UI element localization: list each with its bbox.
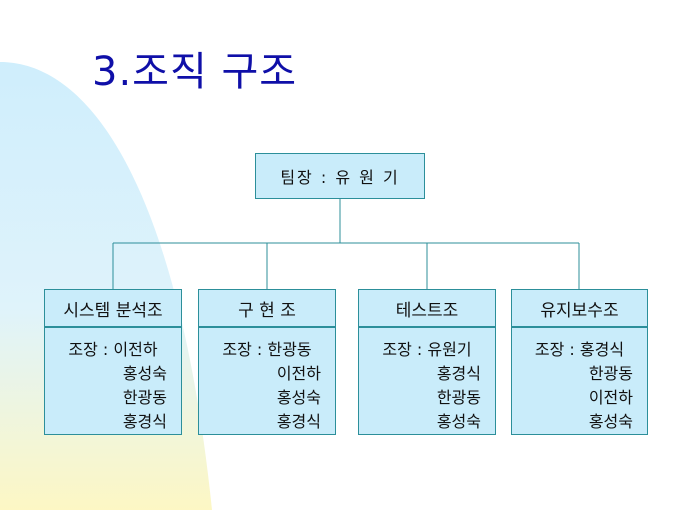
team-member: 홍성숙 — [436, 412, 481, 431]
team-members-maintenance: 조장 : 홍경식 한광동 이전하 홍성숙 — [511, 327, 648, 435]
team-member: 홍성숙 — [122, 364, 167, 383]
team-lead: 조장 : 이전하 — [68, 340, 158, 359]
team-lead: 조장 : 유원기 — [382, 340, 472, 359]
team-members-test: 조장 : 유원기 홍경식 한광동 홍성숙 — [358, 327, 496, 435]
team-leader-box: 팀장 : 유 원 기 — [255, 153, 425, 199]
team-name-analysis: 시스템 분석조 — [44, 289, 182, 327]
team-member: 한광동 — [588, 364, 633, 383]
team-member: 홍성숙 — [276, 388, 321, 407]
team-member: 이전하 — [588, 388, 633, 407]
team-members-analysis: 조장 : 이전하 홍성숙 한광동 홍경식 — [44, 327, 182, 435]
team-member: 한광동 — [436, 388, 481, 407]
team-name-test: 테스트조 — [358, 289, 496, 327]
page-title: 3.조직 구조 — [92, 49, 298, 95]
team-member: 홍경식 — [436, 364, 481, 383]
team-lead: 조장 : 홍경식 — [534, 340, 625, 359]
team-member: 홍경식 — [122, 412, 167, 431]
team-name-maintenance: 유지보수조 — [511, 289, 648, 327]
team-member: 홍성숙 — [588, 412, 633, 431]
team-lead: 조장 : 한광동 — [222, 340, 312, 359]
team-member: 홍경식 — [276, 412, 321, 431]
team-name-implementation: 구 현 조 — [198, 289, 336, 327]
team-member: 한광동 — [122, 388, 167, 407]
team-member: 이전하 — [276, 364, 321, 383]
team-members-implementation: 조장 : 한광동 이전하 홍성숙 홍경식 — [198, 327, 336, 435]
